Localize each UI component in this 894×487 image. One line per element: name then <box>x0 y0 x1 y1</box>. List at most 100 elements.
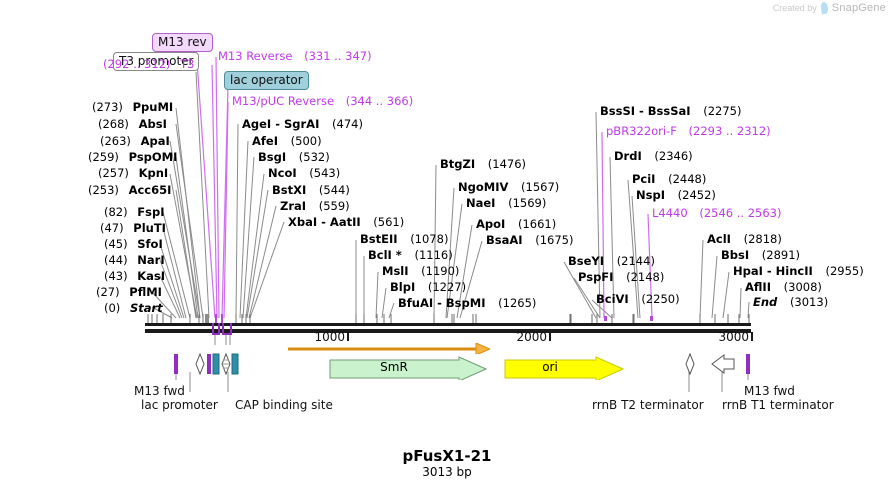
enzyme-position: (1567) <box>521 180 560 194</box>
enzyme-name: Acc65I <box>128 183 172 197</box>
enzyme-label-bstEII[interactable]: BstEII (1078) <box>360 233 448 245</box>
enzyme-name: BciVI <box>596 292 629 306</box>
enzyme-label-agei-sgrai[interactable]: AgeI - SgrAI (474) <box>242 118 363 130</box>
primer-range: (2293 .. 2312) <box>688 124 771 138</box>
enzyme-label-nari[interactable]: (44) NarI <box>104 254 165 266</box>
enzyme-label-ncoi[interactable]: NcoI (543) <box>268 167 340 179</box>
enzyme-label-msli[interactable]: MslI (1190) <box>382 265 459 277</box>
enzyme-position: (27) <box>96 285 120 299</box>
primer-range: (331 .. 347) <box>304 49 372 63</box>
enzyme-label-acc65i[interactable]: (253) Acc65I <box>88 184 171 196</box>
enzyme-label-afei[interactable]: AfeI (500) <box>252 135 322 147</box>
enzyme-position: (500) <box>290 134 322 148</box>
enzyme-label-nspi[interactable]: NspI (2452) <box>636 189 716 201</box>
enzyme-label-absi[interactable]: (268) AbsI <box>98 118 167 130</box>
enzyme-label-bsssi-bsssai[interactable]: BssSI - BssSaI (2275) <box>600 105 741 117</box>
enzyme-label-btgzi[interactable]: BtgZI (1476) <box>440 158 526 170</box>
enzyme-label-apai[interactable]: (263) ApaI <box>100 135 170 147</box>
enzyme-label-bbsi[interactable]: BbsI (2891) <box>721 249 800 261</box>
enzyme-position: (3013) <box>789 295 829 309</box>
enzyme-position: (1265) <box>498 296 537 310</box>
watermark-prefix: Created by <box>772 3 817 13</box>
primer-label-pbr322ori-f[interactable]: pBR322ori-F (2293 .. 2312) <box>606 125 771 137</box>
ruler-label-2000: 2000 <box>516 330 547 344</box>
enzyme-label-blpi[interactable]: BlpI (1227) <box>390 281 466 293</box>
enzyme-label-pflmi[interactable]: (27) PflMI <box>96 286 162 298</box>
enzyme-name: PspOMI <box>128 150 178 164</box>
enzyme-label-naei[interactable]: NaeI (1569) <box>466 197 546 209</box>
enzyme-label-pcii[interactable]: PciI (2448) <box>632 173 706 185</box>
enzyme-position: (2346) <box>654 149 693 163</box>
feature-label-smr: SmR <box>380 360 408 374</box>
enzyme-position: (2250) <box>641 292 680 306</box>
enzyme-label-bstxi[interactable]: BstXI (544) <box>272 184 350 196</box>
enzyme-label-bcivi[interactable]: BciVI (2250) <box>596 293 680 305</box>
enzyme-label-kasi[interactable]: (43) KasI <box>104 270 165 282</box>
enzyme-position: (1675) <box>535 233 574 247</box>
boxed-label-lac-operator[interactable]: lac operator <box>224 71 309 90</box>
enzyme-label-end[interactable]: End (3013) <box>753 296 828 308</box>
enzyme-label-bsaai[interactable]: BsaAI (1675) <box>486 234 573 246</box>
feature-caption-cap-binding-site: CAP binding site <box>235 398 333 412</box>
enzyme-position: (44) <box>104 253 128 267</box>
boxed-label-m13-rev[interactable]: M13 rev <box>152 33 213 52</box>
enzyme-name: ApoI <box>476 217 506 231</box>
enzyme-label-pluti[interactable]: (47) PluTI <box>100 222 166 234</box>
enzyme-position: (268) <box>98 117 129 131</box>
enzyme-label-fspi[interactable]: (82) FspI <box>104 206 164 218</box>
enzyme-label-bcli[interactable]: BclI * (1116) <box>368 249 453 261</box>
enzyme-position: (2448) <box>668 172 707 186</box>
enzyme-position: (45) <box>104 237 128 251</box>
plasmid-backbone <box>145 314 751 345</box>
feature-arrow-smr[interactable] <box>329 356 487 380</box>
enzyme-label-apoi[interactable]: ApoI (1661) <box>476 218 556 230</box>
enzyme-position: (273) <box>92 100 123 114</box>
primer-name: L4440 <box>652 206 688 220</box>
plasmid-size: 3013 bp <box>422 465 472 479</box>
enzyme-label-bseyi[interactable]: BseYI (2144) <box>568 255 655 267</box>
ruler-tick-2000 <box>549 332 551 341</box>
enzyme-label-acli[interactable]: AclI (2818) <box>707 233 782 245</box>
enzyme-name: AbsI <box>138 117 167 131</box>
primer-label-t3[interactable]: (292 .. 312) T3 <box>103 58 195 70</box>
enzyme-name: ApaI <box>140 134 170 148</box>
snapgene-logo-icon <box>819 1 829 15</box>
glyph-m13-fwd-left <box>174 354 178 374</box>
enzyme-label-sfoi[interactable]: (45) SfoI <box>104 238 163 250</box>
primer-arrow-forward[interactable] <box>288 343 490 354</box>
enzyme-label-bfuai-bspmi[interactable]: BfuAI - BspMI (1265) <box>398 297 536 309</box>
primer-label-m13-reverse[interactable]: M13 Reverse (331 .. 347) <box>218 50 372 62</box>
boxed-label-text: M13 rev <box>158 35 207 49</box>
enzyme-position: (2144) <box>616 254 655 268</box>
enzyme-label-pspomi[interactable]: (259) PspOMI <box>88 151 177 163</box>
primer-label-m13-puc-reverse[interactable]: M13/pUC Reverse (344 .. 366) <box>232 95 413 107</box>
enzyme-label-ppumi[interactable]: (273) PpuMI <box>92 101 173 113</box>
enzyme-label-zrai[interactable]: ZraI (559) <box>280 200 350 212</box>
enzyme-label-aflii[interactable]: AflII (3008) <box>745 281 822 293</box>
enzyme-label-kpni[interactable]: (257) KpnI <box>98 167 168 179</box>
snapgene-watermark: Created by SnapGene <box>772 1 886 15</box>
enzyme-label-start[interactable]: (0) Start <box>104 302 163 314</box>
enzyme-position: (2955) <box>825 264 864 278</box>
enzyme-position: (561) <box>373 215 405 229</box>
enzyme-position: (1190) <box>421 264 460 278</box>
glyph-m13-fwd-right <box>746 354 750 374</box>
enzyme-label-pspfi[interactable]: PspFI (2148) <box>578 271 664 283</box>
enzyme-position: (1569) <box>508 196 547 210</box>
enzyme-label-xbai-aatii[interactable]: XbaI - AatII (561) <box>288 216 404 228</box>
enzyme-label-drdi[interactable]: DrdI (2346) <box>614 150 693 162</box>
enzyme-position: (1476) <box>487 157 527 171</box>
enzyme-name: ZraI <box>280 199 307 213</box>
enzyme-position: (1227) <box>427 280 467 294</box>
enzyme-name: NarI <box>137 253 165 267</box>
enzyme-position: (2891) <box>761 248 801 262</box>
enzyme-label-ngomiv[interactable]: NgoMIV (1567) <box>458 181 559 193</box>
primer-label-l4440[interactable]: L4440 (2546 .. 2563) <box>652 207 781 219</box>
enzyme-name: SfoI <box>137 237 163 251</box>
enzyme-name: BsaAI <box>486 233 523 247</box>
boxed-label-t3-promoter[interactable]: T3 promoter <box>113 52 200 71</box>
feature-arrow-ori[interactable] <box>504 356 624 380</box>
enzyme-label-bsgi[interactable]: BsgI (532) <box>258 151 330 163</box>
enzyme-name: AclI <box>707 232 731 246</box>
enzyme-label-hpai-hincii[interactable]: HpaI - HincII (2955) <box>733 265 864 277</box>
